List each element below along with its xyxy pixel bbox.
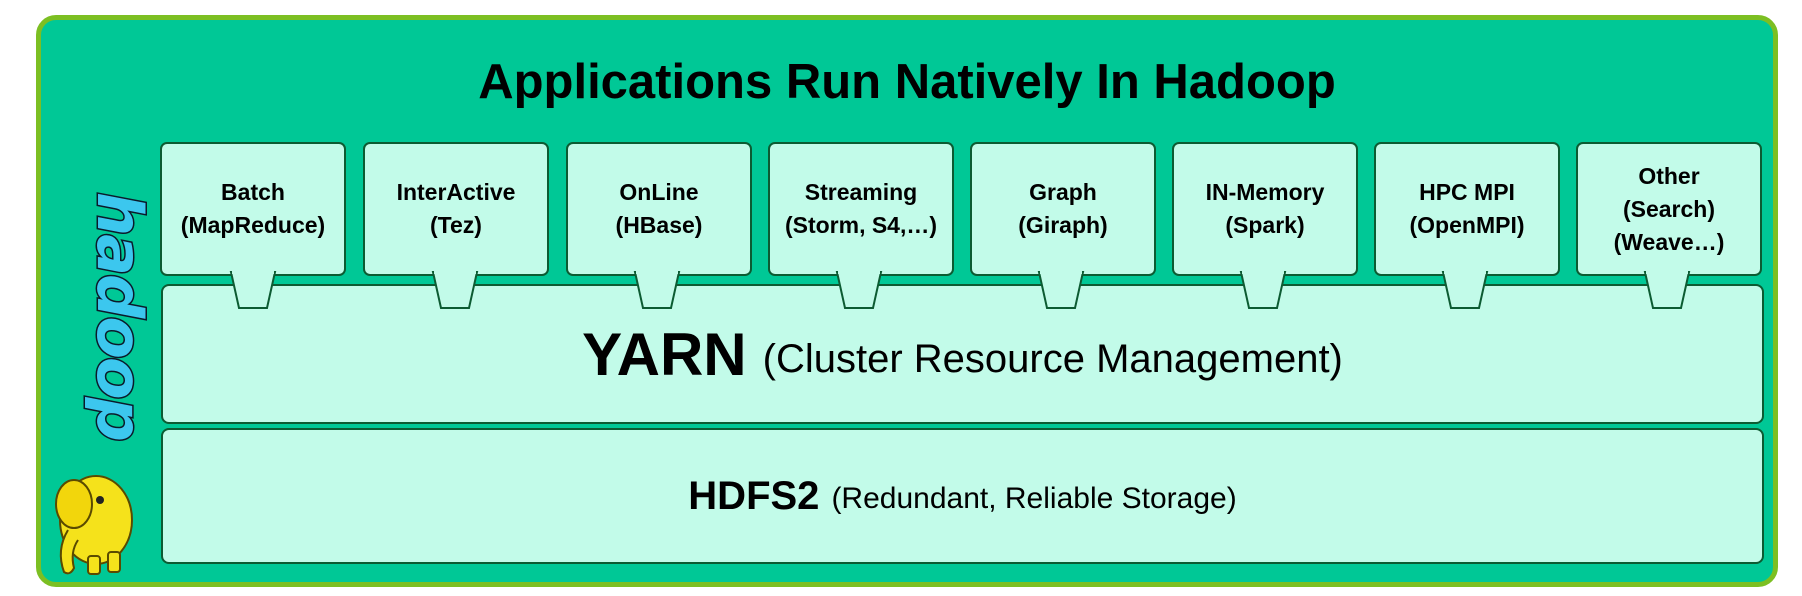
app-label: Other (Search) (Weave…) xyxy=(1613,162,1725,255)
app-connectors xyxy=(229,270,1691,309)
app-box-interactive: InterActive (Tez) xyxy=(363,142,549,276)
app-connector-joint xyxy=(1444,270,1486,274)
app-box-other: Other (Search) (Weave…) xyxy=(1576,142,1762,276)
diagram-title: Applications Run Natively In Hadoop xyxy=(478,55,1336,109)
app-connector-tab xyxy=(835,271,883,309)
app-connector-tab xyxy=(1037,271,1085,309)
app-box-graph: Graph (Giraph) xyxy=(970,142,1156,276)
app-connector-tab xyxy=(1441,271,1489,309)
application-row: Batch (MapReduce) InterActive (Tez) OnLi… xyxy=(160,142,1764,312)
app-connector-joint xyxy=(1040,270,1082,274)
hdfs-description: (Redundant, Reliable Storage) xyxy=(831,482,1237,515)
app-connector-joint xyxy=(1242,270,1284,274)
app-label: HPC MPI (OpenMPI) xyxy=(1409,179,1525,238)
app-box-in-memory: IN-Memory (Spark) xyxy=(1172,142,1358,276)
yarn-description: (Cluster Resource Management) xyxy=(762,336,1343,381)
app-label: Batch (MapReduce) xyxy=(180,179,326,238)
app-connector-tab xyxy=(229,271,277,309)
app-box-hpc-mpi: HPC MPI (OpenMPI) xyxy=(1374,142,1560,276)
app-connector-joint xyxy=(838,270,880,274)
app-connector-joint xyxy=(232,270,274,274)
hdfs-name: HDFS2 xyxy=(688,473,820,518)
hdfs-layer: HDFS2 (Redundant, Reliable Storage) xyxy=(161,428,1764,564)
app-connector-tab xyxy=(1239,271,1287,309)
hadoop-logo: hadoop xyxy=(82,191,158,442)
app-box-streaming: Streaming (Storm, S4,…) xyxy=(768,142,954,276)
app-label: Streaming (Storm, S4,…) xyxy=(784,179,938,238)
app-box-batch: Batch (MapReduce) xyxy=(160,142,346,276)
app-label: InterActive (Tez) xyxy=(396,179,516,238)
yarn-name: YARN xyxy=(582,320,747,388)
app-box-online: OnLine (HBase) xyxy=(566,142,752,276)
app-label: Graph (Giraph) xyxy=(1018,179,1108,238)
app-label: IN-Memory (Spark) xyxy=(1205,179,1325,238)
app-connector-joint xyxy=(1646,270,1688,274)
app-connector-joint xyxy=(636,270,678,274)
app-label: OnLine (HBase) xyxy=(615,179,703,238)
app-connector-tab xyxy=(431,271,479,309)
yarn-layer: YARN (Cluster Resource Management) xyxy=(161,284,1764,424)
elephant-logo-icon xyxy=(55,475,133,575)
app-connector-joint xyxy=(434,270,476,274)
app-connector-tab xyxy=(633,271,681,309)
app-connector-tab xyxy=(1643,271,1691,309)
